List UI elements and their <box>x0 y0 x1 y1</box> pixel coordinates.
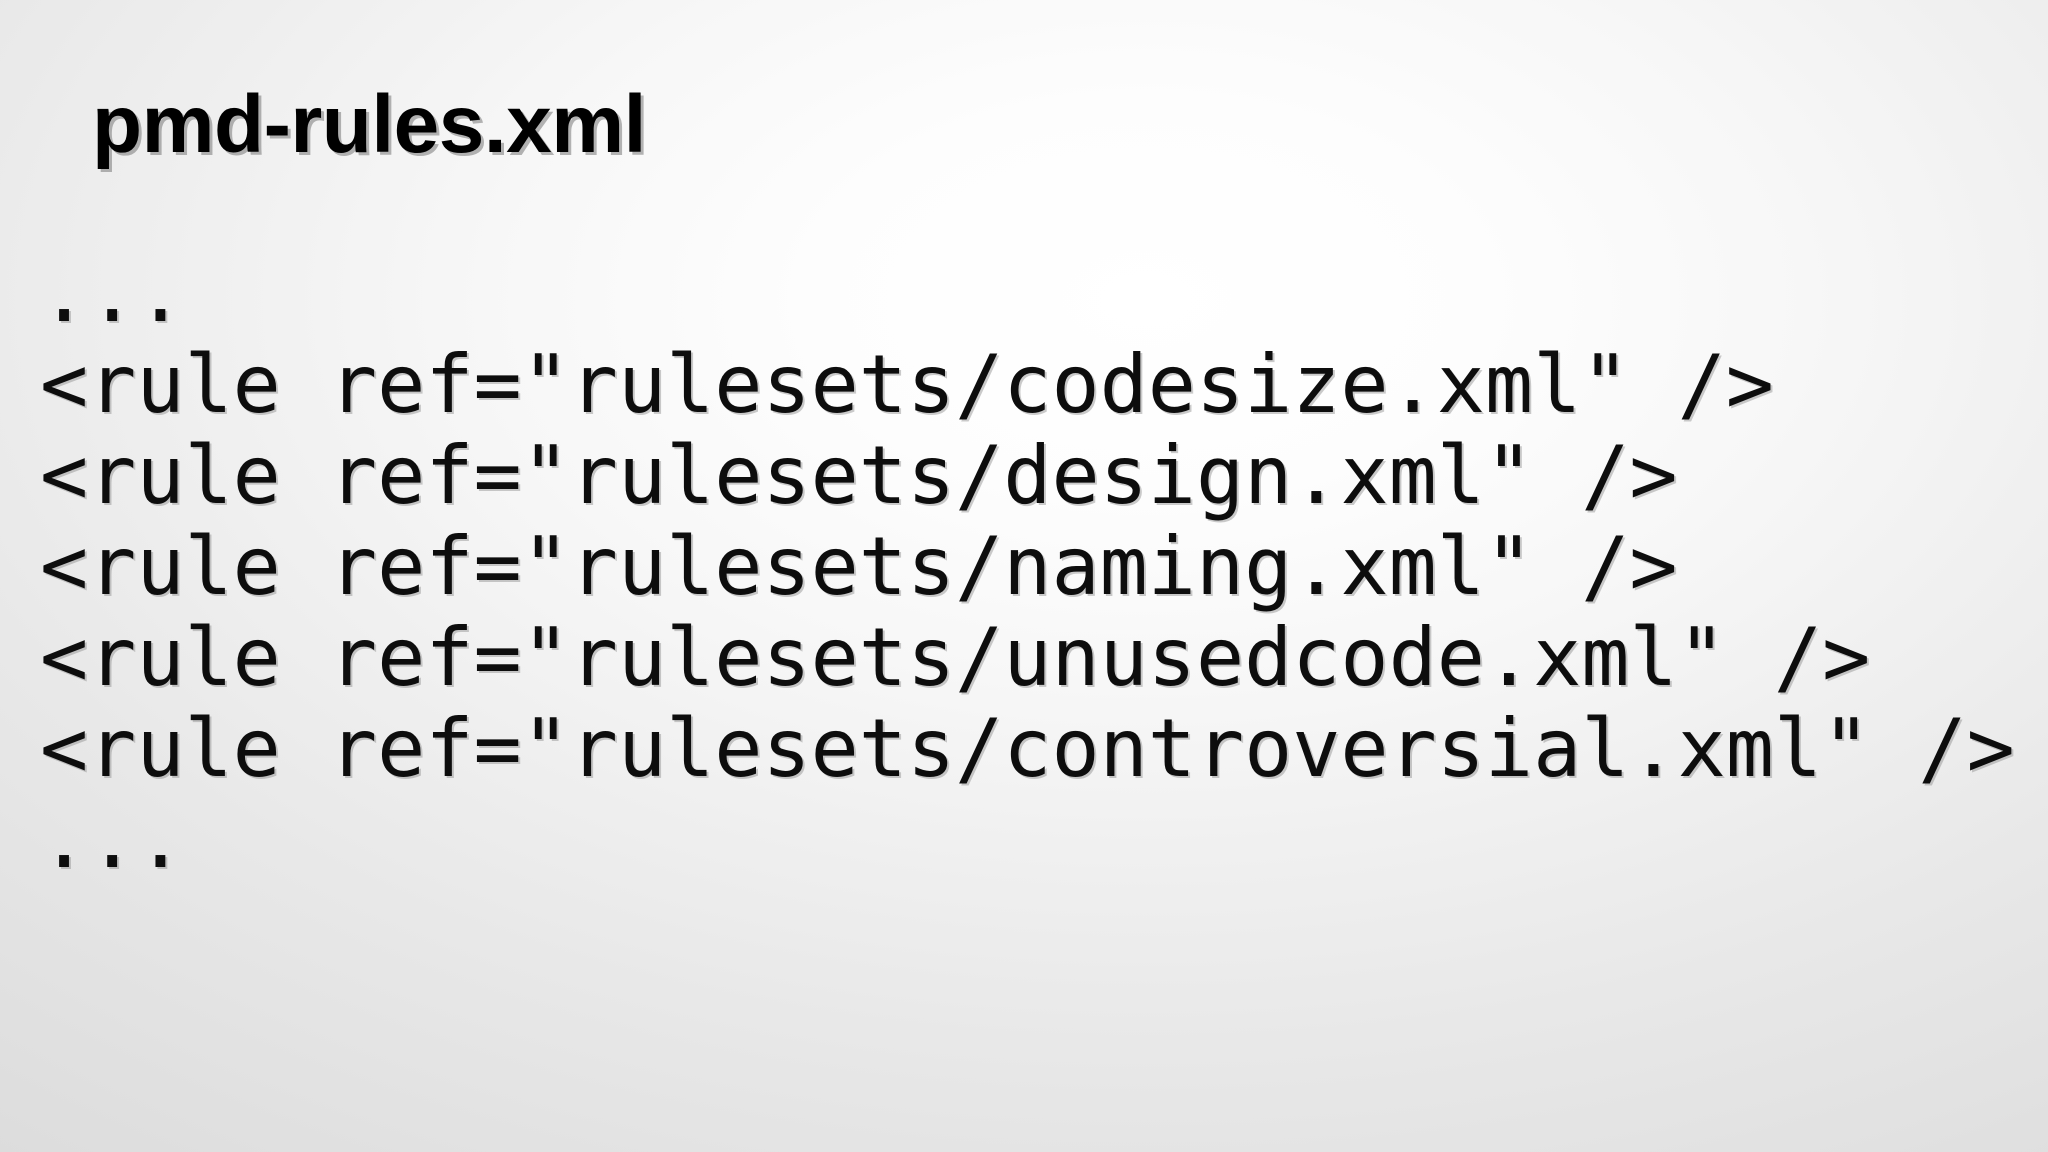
code-line: ... <box>40 247 185 340</box>
code-line: <rule ref="rulesets/codesize.xml" /> <box>40 338 1774 431</box>
code-block: ...<rule ref="rulesets/codesize.xml" /><… <box>40 248 2015 885</box>
code-line: <rule ref="rulesets/controversial.xml" /… <box>40 702 2015 795</box>
code-line: ... <box>40 793 185 886</box>
code-line: <rule ref="rulesets/naming.xml" /> <box>40 520 1678 613</box>
page-title: pmd-rules.xml <box>92 79 646 170</box>
code-line: <rule ref="rulesets/design.xml" /> <box>40 429 1678 522</box>
code-line: <rule ref="rulesets/unusedcode.xml" /> <box>40 611 1871 704</box>
